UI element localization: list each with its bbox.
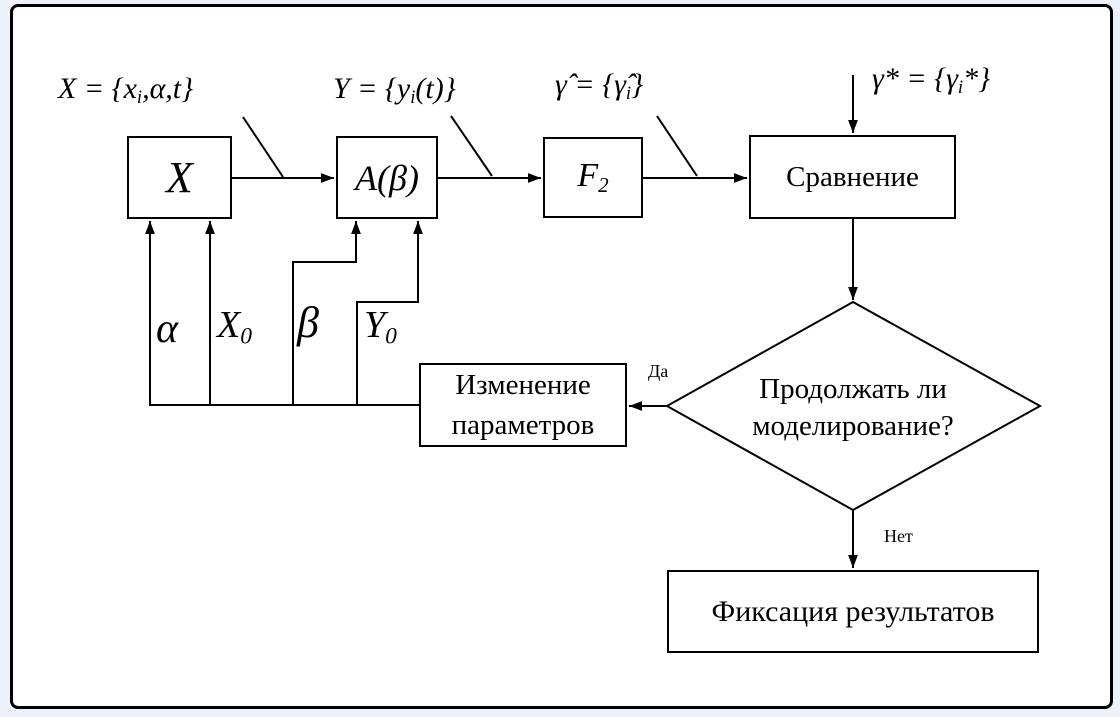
change-params-line1: Изменение — [455, 369, 591, 401]
model-block: A(β) — [336, 136, 438, 219]
change-params-line2: параметров — [451, 409, 595, 441]
decision-line2: моделирование? — [752, 410, 954, 442]
label-gamma-hat-definition: γ̂ = {γ̂i} — [555, 68, 644, 105]
decision-label: Продолжать ли моделирование? — [723, 371, 983, 445]
feedback-riser-y0 — [356, 221, 423, 405]
label-y0: Y0 — [364, 304, 397, 350]
ref-line-y-def — [450, 115, 493, 177]
label-x0: X0 — [217, 304, 252, 350]
fix-results-label: Фиксация результатов — [711, 594, 995, 628]
feedback-riser-alpha — [145, 221, 419, 406]
f2-block: F2 — [543, 137, 643, 218]
branch-label-yes: Да — [648, 361, 669, 381]
feedback-riser-beta — [292, 221, 361, 405]
decision-line1: Продолжать ли — [759, 373, 947, 405]
label-y-definition: Y = {yi(t)} — [333, 72, 456, 109]
ref-line-x-def — [242, 116, 284, 178]
label-beta: β — [297, 298, 319, 347]
branch-label-no: Нет — [884, 526, 913, 546]
f2-block-label: F2 — [577, 157, 609, 197]
label-x-definition: X = {xi,α,t} — [58, 72, 194, 109]
source-block: X — [127, 136, 232, 219]
model-block-label: A(β) — [355, 157, 419, 198]
source-block-label: X — [166, 153, 193, 202]
ref-line-gamma-hat-def — [656, 115, 698, 177]
change-params-block: Изменение параметров — [419, 363, 627, 447]
compare-block: Сравнение — [749, 135, 956, 219]
fix-results-block: Фиксация результатов — [667, 570, 1039, 653]
decision-diamond — [664, 300, 1043, 512]
compare-block-label: Сравнение — [786, 160, 919, 193]
label-alpha: α — [156, 306, 179, 352]
label-gamma-star-definition: γ* = {γi*} — [872, 62, 991, 99]
change-params-label: Изменение параметров — [452, 365, 595, 445]
